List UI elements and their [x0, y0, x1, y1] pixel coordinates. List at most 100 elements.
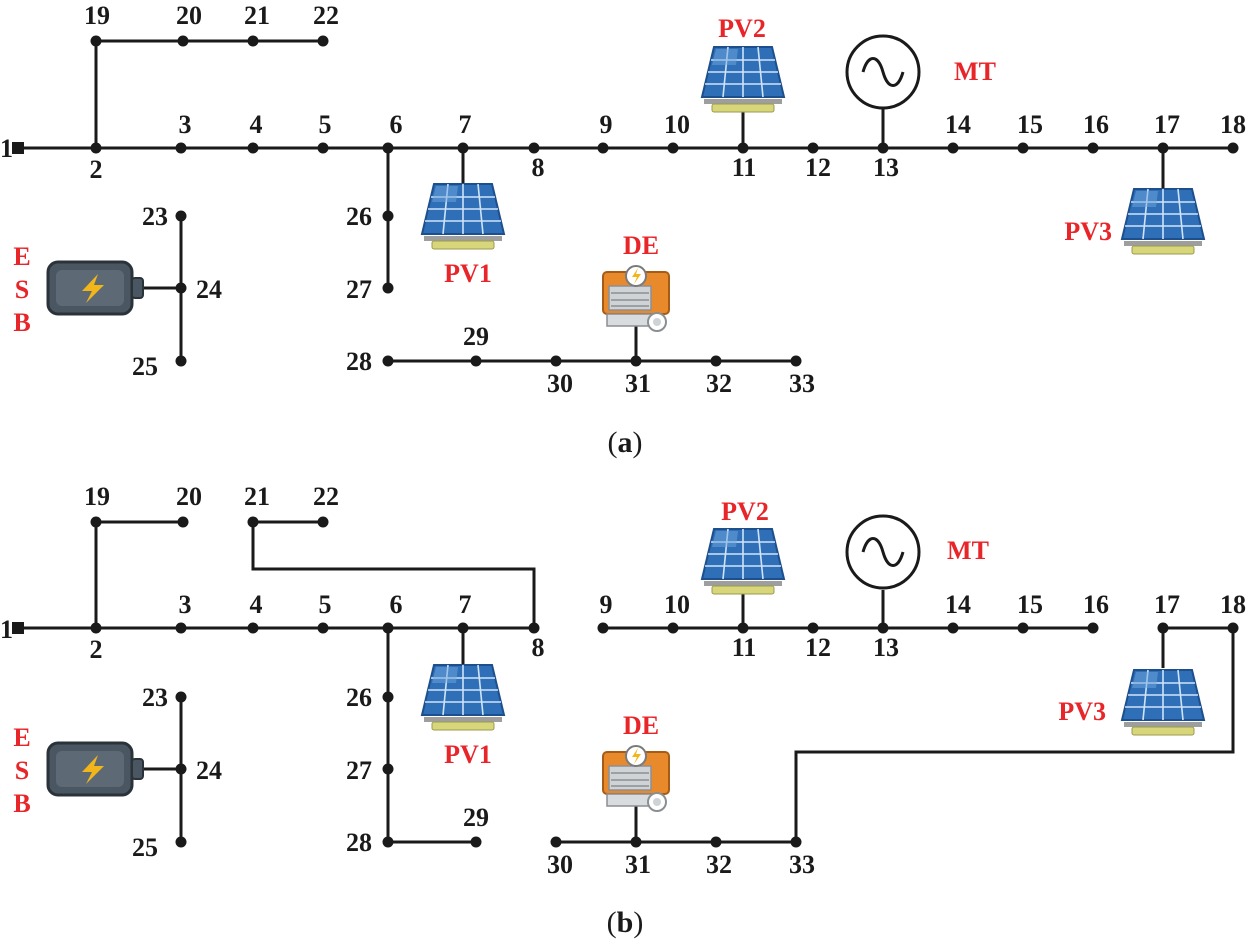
- bus-node-4: [247, 622, 259, 634]
- esb-label-letter: B: [13, 789, 30, 818]
- bus-label-24: 24: [196, 275, 222, 304]
- bus-label-29: 29: [463, 803, 489, 832]
- bus-label-5: 5: [319, 590, 332, 619]
- bus-node-24: [175, 763, 187, 775]
- bus-label-26: 26: [346, 202, 372, 231]
- bus-node-25: [175, 355, 187, 367]
- bus-label-15: 15: [1017, 110, 1043, 139]
- bus-node-1: [12, 622, 24, 634]
- pv2-label: PV2: [721, 497, 769, 526]
- bus-node-17: [1157, 142, 1169, 154]
- bus-label-27: 27: [346, 275, 372, 304]
- bus-node-33: [790, 355, 802, 367]
- solar-panel-icon-pv3: [1121, 188, 1205, 255]
- esb-label-letter: B: [13, 308, 30, 337]
- bus-label-4: 4: [250, 590, 263, 619]
- bus-label-19: 19: [84, 1, 110, 30]
- bus-node-13: [877, 142, 889, 154]
- bus-label-30: 30: [547, 850, 573, 879]
- bus-label-28: 28: [346, 347, 372, 376]
- bus-node-32: [710, 836, 722, 848]
- pv2-label: PV2: [718, 14, 766, 43]
- bus-label-30: 30: [547, 369, 573, 398]
- bus-node-20: [177, 516, 189, 528]
- panel-caption-letter: b: [617, 906, 634, 939]
- bus-label-12: 12: [805, 153, 831, 182]
- bus-node-7: [457, 142, 469, 154]
- bus-label-14: 14: [945, 110, 971, 139]
- bus-node-29: [470, 355, 482, 367]
- pv1-label: PV1: [444, 740, 492, 769]
- bus-node-19: [90, 35, 102, 47]
- bus-label-11: 11: [732, 153, 757, 182]
- bus-node-2: [90, 142, 102, 154]
- bus-label-19: 19: [84, 482, 110, 511]
- bus-label-29: 29: [463, 322, 489, 351]
- bus-label-7: 7: [459, 110, 472, 139]
- bus-label-2: 2: [90, 155, 103, 184]
- bus-node-12: [807, 622, 819, 634]
- bus-label-13: 13: [873, 153, 899, 182]
- bus-node-5: [317, 142, 329, 154]
- bus-label-33: 33: [789, 850, 815, 879]
- bus-label-8: 8: [532, 633, 545, 662]
- bus-node-11: [737, 622, 749, 634]
- bus-node-16: [1087, 142, 1099, 154]
- branch-line: [251, 522, 536, 628]
- bus-node-1: [12, 142, 24, 154]
- bus-label-27: 27: [346, 756, 372, 785]
- bus-node-29: [470, 836, 482, 848]
- battery-icon: [46, 741, 145, 797]
- diesel-generator-icon: [602, 265, 670, 332]
- battery-icon: [46, 260, 145, 316]
- bus-node-12: [807, 142, 819, 154]
- bus-label-20: 20: [176, 482, 202, 511]
- bus-node-15: [1017, 622, 1029, 634]
- esb-label-letter: S: [15, 275, 29, 304]
- branch-line: [94, 39, 323, 148]
- pv1-label: PV1: [444, 259, 492, 288]
- bus-node-8: [528, 622, 540, 634]
- bus-label-17: 17: [1154, 110, 1180, 139]
- de-label: DE: [623, 711, 659, 740]
- de-label: DE: [623, 231, 659, 260]
- bus-node-10: [667, 142, 679, 154]
- solar-panel-icon-pv2: [701, 46, 785, 113]
- bus-label-31: 31: [625, 369, 651, 398]
- bus-node-25: [175, 836, 187, 848]
- bus-label-20: 20: [176, 1, 202, 30]
- bus-node-28: [382, 836, 394, 848]
- bus-node-23: [175, 210, 187, 222]
- esb-label-letter: S: [15, 756, 29, 785]
- bus-node-18: [1227, 622, 1239, 634]
- panel-caption-letter: a: [618, 426, 633, 459]
- branch-line: [794, 628, 1235, 842]
- bus-label-11: 11: [732, 633, 757, 662]
- bus-label-7: 7: [459, 590, 472, 619]
- bus-label-10: 10: [664, 110, 690, 139]
- bus-node-14: [947, 622, 959, 634]
- bus-label-13: 13: [873, 633, 899, 662]
- diesel-generator-icon: [602, 745, 670, 812]
- bus-node-9: [597, 142, 609, 154]
- bus-node-27: [382, 763, 394, 775]
- bus-node-11: [737, 142, 749, 154]
- bus-node-26: [382, 691, 394, 703]
- bus-node-22: [317, 35, 329, 47]
- bus-label-14: 14: [945, 590, 971, 619]
- bus-label-3: 3: [179, 110, 192, 139]
- bus-node-9: [597, 622, 609, 634]
- bus-node-32: [710, 355, 722, 367]
- solar-panel-icon-pv1: [421, 664, 505, 731]
- bus-label-1: 1: [0, 615, 13, 644]
- ac-generator-icon: [845, 34, 921, 110]
- esb-label-letter: E: [13, 723, 30, 752]
- bus-node-14: [947, 142, 959, 154]
- panel-caption: (b): [607, 906, 644, 939]
- bus-node-23: [175, 691, 187, 703]
- bus-label-3: 3: [179, 590, 192, 619]
- bus-label-23: 23: [142, 202, 168, 231]
- bus-label-33: 33: [789, 369, 815, 398]
- bus-node-13: [877, 622, 889, 634]
- bus-label-18: 18: [1220, 590, 1246, 619]
